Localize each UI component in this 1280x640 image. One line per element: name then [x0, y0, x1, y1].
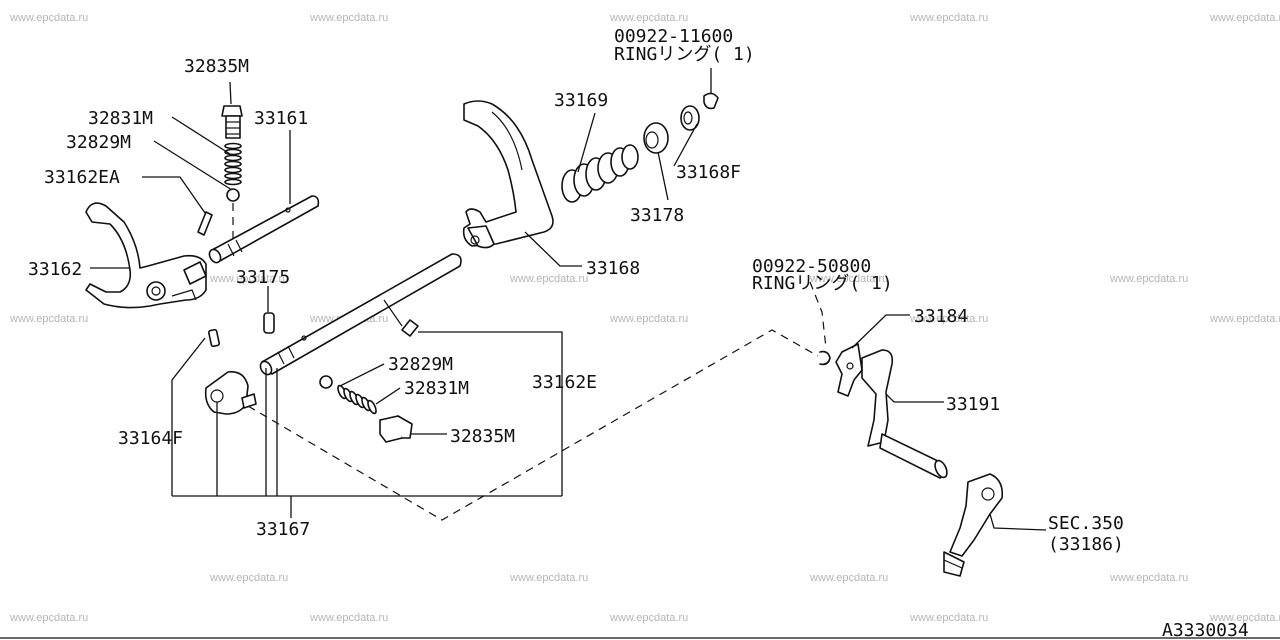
rod-33161 [208, 195, 320, 264]
seal-33178 [643, 122, 669, 154]
label-32829M-bottom: 32829M [388, 354, 453, 375]
label-33161: 33161 [254, 108, 308, 129]
watermark: www.epcdata.ru [509, 273, 588, 285]
label-32829M-top: 32829M [66, 132, 131, 153]
ring-top [703, 92, 719, 110]
fork-33162 [85, 202, 207, 309]
leader-lines [90, 68, 1047, 531]
ball-bottom [319, 375, 333, 389]
label-sec-reference: (33186) [1048, 534, 1124, 555]
watermark: www.epcdata.ru [809, 273, 888, 285]
spring-top [224, 142, 242, 186]
ball-top [226, 188, 240, 202]
watermark: www.epcdata.ru [909, 612, 988, 624]
watermark: www.epcdata.ru [9, 313, 88, 325]
parts [85, 92, 1004, 577]
spring-bottom [337, 384, 377, 415]
watermark: www.epcdata.ru [1209, 612, 1280, 624]
watermark: www.epcdata.ru [1109, 273, 1188, 285]
label-ring-top-number: 00922-11600 [614, 26, 733, 47]
watermark: www.epcdata.ru [309, 12, 388, 24]
pin-33162E [401, 319, 419, 337]
label-33168: 33168 [586, 258, 640, 279]
label-ring-mid-name: RINGリング( 1) [752, 273, 893, 294]
shaft-33167 [259, 253, 462, 376]
label-sec-350: SEC.350 [1048, 513, 1124, 534]
watermark: www.epcdata.ru [209, 273, 288, 285]
watermark: www.epcdata.ru [509, 572, 588, 584]
bracket-33164F [204, 370, 257, 415]
label-32831M-top: 32831M [88, 108, 153, 129]
watermark: www.epcdata.ru [1209, 12, 1280, 24]
watermark: www.epcdata.ru [609, 313, 688, 325]
lever-33191 [861, 349, 948, 479]
watermark: www.epcdata.ru [9, 12, 88, 24]
plug-bottom [379, 415, 413, 443]
label-33169: 33169 [554, 90, 608, 111]
label-33162: 33162 [28, 259, 82, 280]
labels: 00922-11600 RINGリング( 1) 32835M 32831M 32… [28, 26, 1249, 640]
label-33178: 33178 [630, 205, 684, 226]
fork-33168 [462, 100, 554, 249]
label-32835M-bottom: 32835M [450, 426, 515, 447]
label-33191: 33191 [946, 394, 1000, 415]
part-33186 [943, 473, 1004, 577]
watermark: www.epcdata.ru [309, 612, 388, 624]
part-33168F [680, 105, 700, 131]
label-33168F: 33168F [676, 162, 741, 183]
watermark: www.epcdata.ru [909, 12, 988, 24]
watermark: www.epcdata.ru [209, 572, 288, 584]
watermark: www.epcdata.ru [909, 313, 988, 325]
label-33184: 33184 [914, 306, 968, 327]
label-32835M-top: 32835M [184, 56, 249, 77]
plug-top [221, 105, 243, 139]
watermark: www.epcdata.ru [1109, 572, 1188, 584]
label-ring-top-name: RINGリング( 1) [614, 44, 755, 65]
drawing-code: A3330034 [1162, 620, 1249, 640]
watermark: www.epcdata.ru [609, 12, 688, 24]
watermark: www.epcdata.ru [809, 572, 888, 584]
pin-33175 [263, 312, 275, 334]
watermark: www.epcdata.ru [1209, 313, 1280, 325]
part-33184 [835, 343, 863, 397]
label-33162E: 33162E [532, 372, 597, 393]
watermark: www.epcdata.ru [609, 612, 688, 624]
ring-mid [819, 350, 831, 366]
watermark: www.epcdata.ru [9, 612, 88, 624]
label-33164F: 33164F [118, 428, 183, 449]
boot-33169 [561, 144, 639, 203]
label-33175: 33175 [236, 267, 290, 288]
label-33162EA: 33162EA [44, 167, 120, 188]
label-32831M-bottom: 32831M [404, 378, 469, 399]
label-ring-mid-number: 00922-50800 [752, 256, 871, 277]
label-33167: 33167 [256, 519, 310, 540]
pin-33162EA [197, 211, 213, 236]
pin-33164F [207, 328, 221, 348]
